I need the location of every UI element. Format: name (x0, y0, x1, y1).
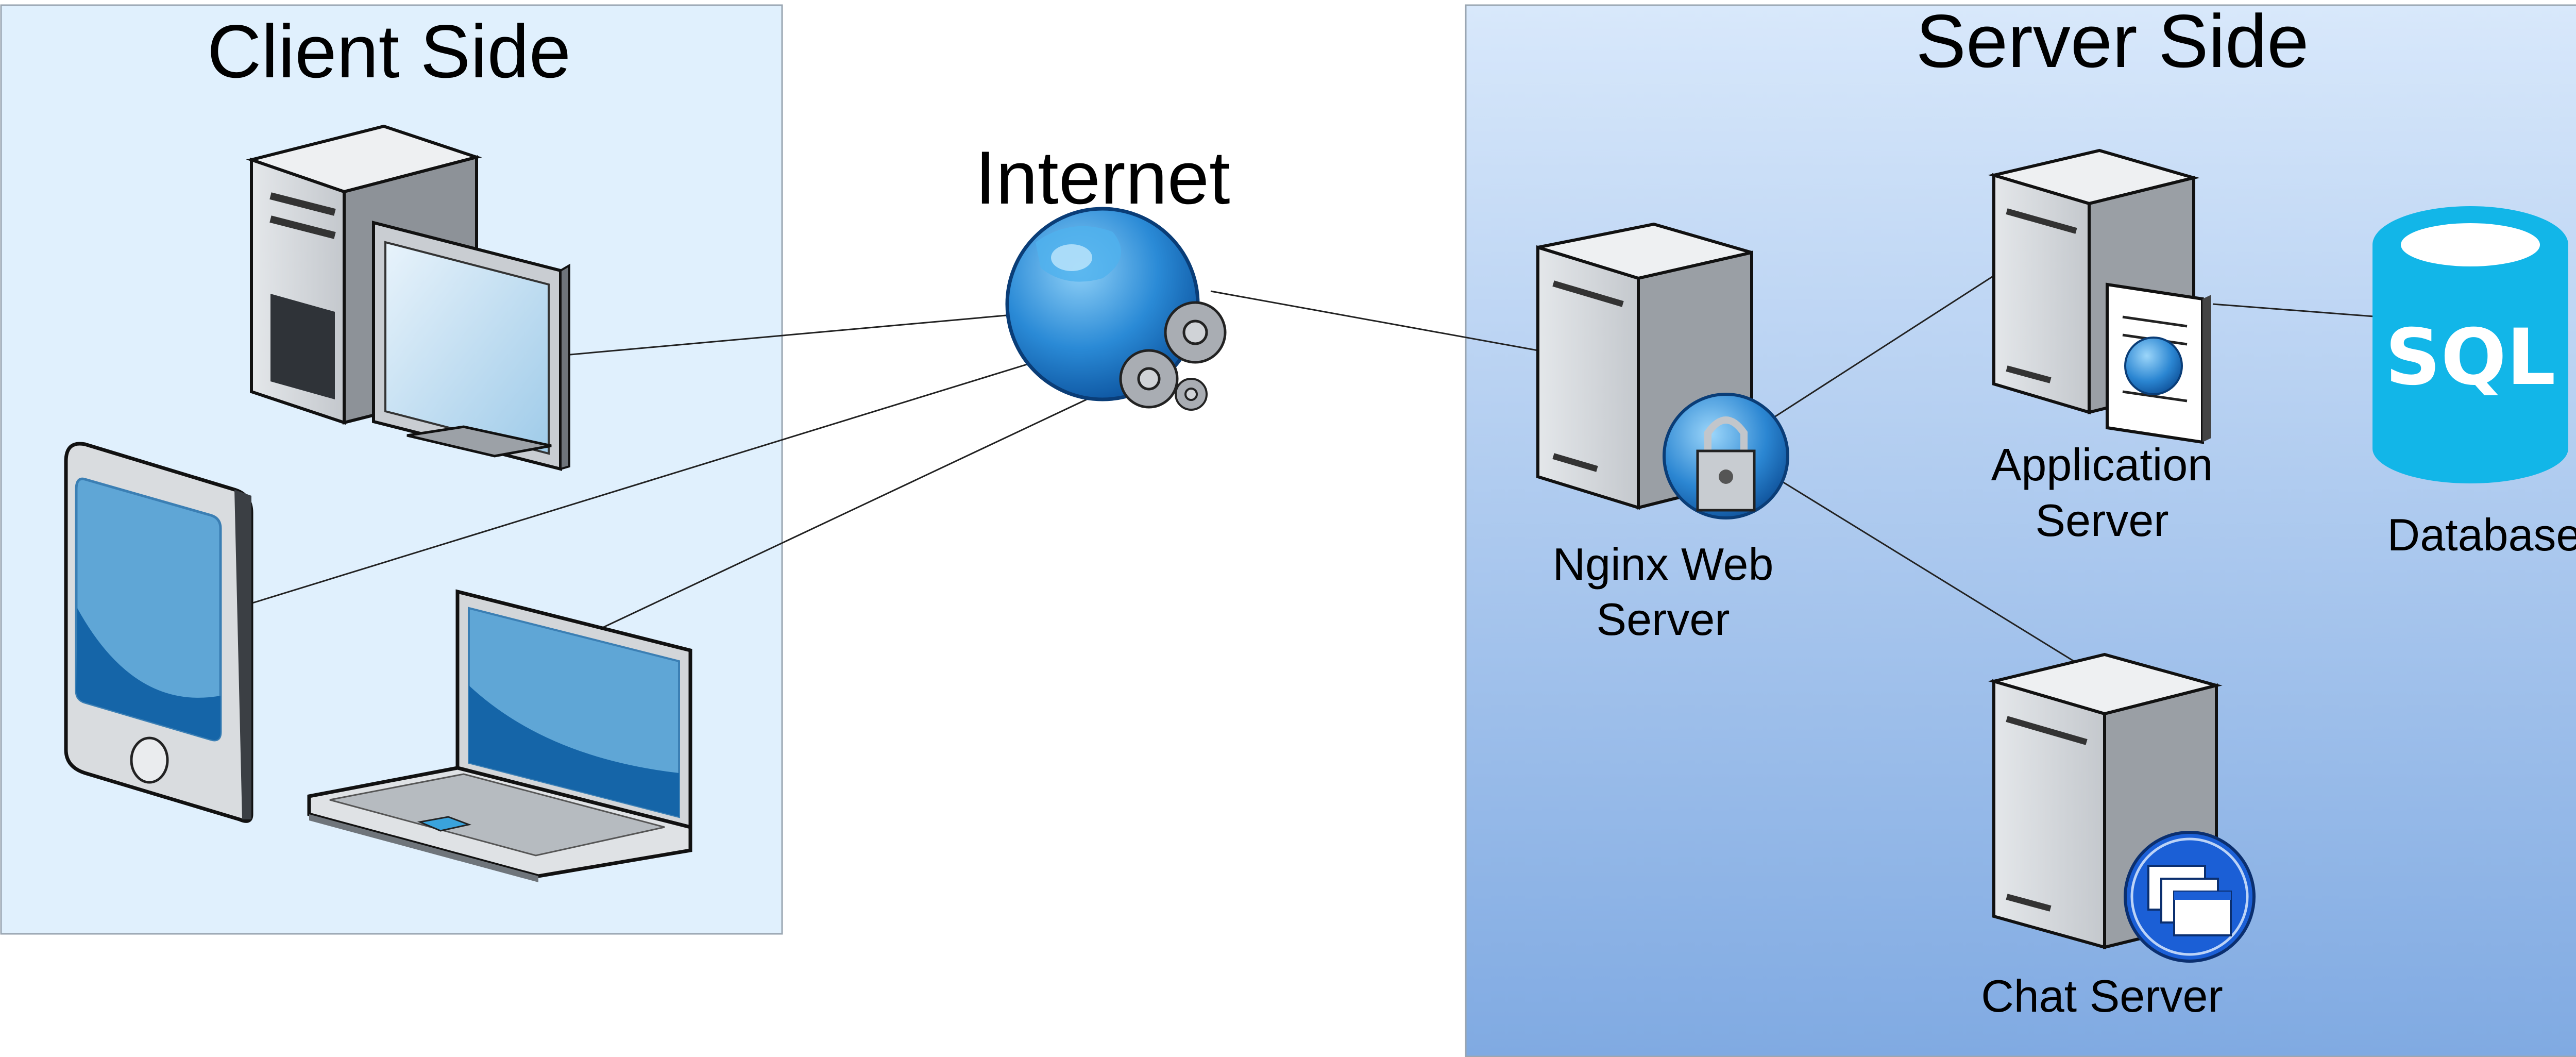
tablet-icon (64, 442, 253, 823)
client-zone-title: Client Side (207, 9, 571, 93)
chat-server-label: Chat Server (1981, 970, 2223, 1021)
globe-with-gears-icon (1005, 207, 1227, 411)
internet-nginx-link (1210, 290, 1538, 351)
desktop-internet-link (558, 313, 1018, 357)
desktop-computer-icon (246, 124, 570, 471)
application-database-link (2212, 303, 2381, 318)
nginx-application-link (1769, 275, 1994, 421)
web-server-with-lock-icon (1536, 222, 1789, 519)
nginx-label-line1: Nginx Web (1553, 539, 1774, 590)
connections (252, 275, 2381, 668)
application-label-line2: Server (2035, 495, 2168, 546)
nginx-chat-link (1782, 481, 2084, 668)
application-server-icon (1988, 148, 2211, 444)
lock-icon (1696, 416, 1756, 512)
database-label: Database (2387, 509, 2576, 560)
database-badge: SQL (2385, 313, 2555, 402)
sql-database-icon: SQL (2372, 206, 2568, 483)
laptop-icon (307, 589, 692, 882)
server-zone-title: Server Side (1916, 0, 2309, 83)
internet-title: Internet (975, 136, 1230, 220)
laptop-internet-link (600, 396, 1093, 630)
windows-badge-icon (2124, 831, 2256, 963)
gear-large-icon (1164, 301, 1227, 364)
gear-medium-icon (1119, 349, 1179, 409)
tablet-internet-link (252, 362, 1031, 604)
document-icon (2106, 282, 2211, 444)
nginx-label-line2: Server (1596, 594, 1730, 645)
application-label-line1: Application (1991, 439, 2213, 490)
chat-server-icon (1988, 652, 2256, 963)
gear-small-icon (1175, 378, 1208, 411)
